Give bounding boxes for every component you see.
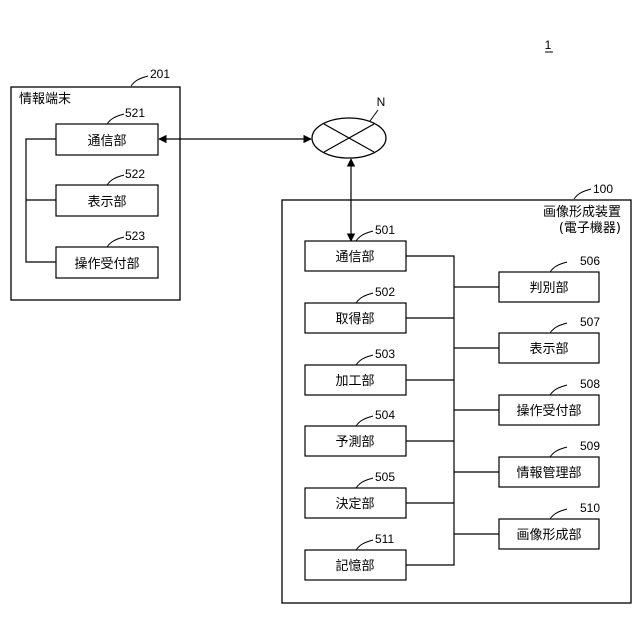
terminal-bus <box>26 139 56 262</box>
terminal-display-ref-leader <box>107 175 124 185</box>
image-forming-ref-leader <box>550 509 567 519</box>
info-management-ref: 509 <box>580 439 600 453</box>
processing-label: 加工部 <box>335 374 374 389</box>
processing-ref-leader <box>356 355 373 365</box>
device-ref-leader <box>574 189 591 199</box>
decision-label: 決定部 <box>335 497 374 512</box>
terminal-comm-ref: 521 <box>125 106 145 120</box>
device-subtitle: (電子機器) <box>559 221 621 236</box>
acquisition-label: 取得部 <box>335 311 374 327</box>
network-label: N <box>377 95 386 109</box>
determination-ref-leader <box>550 262 567 272</box>
determination-ref: 506 <box>580 254 600 268</box>
terminal-display-label: 表示部 <box>87 195 126 210</box>
determination-label: 判別部 <box>529 281 568 296</box>
prediction-ref-leader <box>356 416 373 426</box>
figure-ref: 1 <box>545 38 552 52</box>
storage-ref-leader <box>356 540 373 550</box>
image-forming-label: 画像形成部 <box>516 528 581 543</box>
device-operation-ref: 508 <box>580 377 600 391</box>
device-comm-ref: 501 <box>375 223 395 237</box>
device-bus <box>406 256 499 565</box>
processing-ref: 503 <box>375 347 395 361</box>
terminal-display-ref: 522 <box>125 167 145 181</box>
device-ref: 100 <box>593 182 613 196</box>
terminal-comm-label: 通信部 <box>87 134 126 149</box>
acquisition-ref: 502 <box>375 285 395 299</box>
acquisition-ref-leader <box>356 293 373 303</box>
info-management-label: 情報管理部 <box>516 466 581 481</box>
device-display-ref-leader <box>550 323 567 333</box>
terminal-comm-ref-leader <box>107 114 124 124</box>
device-title: 画像形成装置 <box>543 205 621 220</box>
decision-ref-leader <box>356 478 373 488</box>
storage-label: 記憶部 <box>335 558 374 574</box>
device-display-ref: 507 <box>580 315 600 329</box>
network-label-leader <box>370 110 378 121</box>
device-comm-ref-leader <box>356 231 373 241</box>
prediction-label: 予測部 <box>335 435 374 450</box>
image-forming-ref: 510 <box>580 501 600 515</box>
terminal-operation-ref: 523 <box>125 229 145 243</box>
prediction-ref: 504 <box>375 408 395 422</box>
device-operation-ref-leader <box>550 385 567 395</box>
decision-ref: 505 <box>375 470 395 484</box>
terminal-ref: 201 <box>150 67 170 81</box>
terminal-operation-label: 操作受付部 <box>74 256 139 272</box>
terminal-ref-leader <box>131 76 148 86</box>
storage-ref: 511 <box>375 532 394 546</box>
info-management-ref-leader <box>550 447 567 457</box>
device-comm-label: 通信部 <box>335 250 374 265</box>
device-operation-label: 操作受付部 <box>516 403 581 419</box>
device-display-label: 表示部 <box>529 342 568 357</box>
terminal-operation-ref-leader <box>107 237 124 247</box>
terminal-title: 情報端末 <box>19 92 71 107</box>
